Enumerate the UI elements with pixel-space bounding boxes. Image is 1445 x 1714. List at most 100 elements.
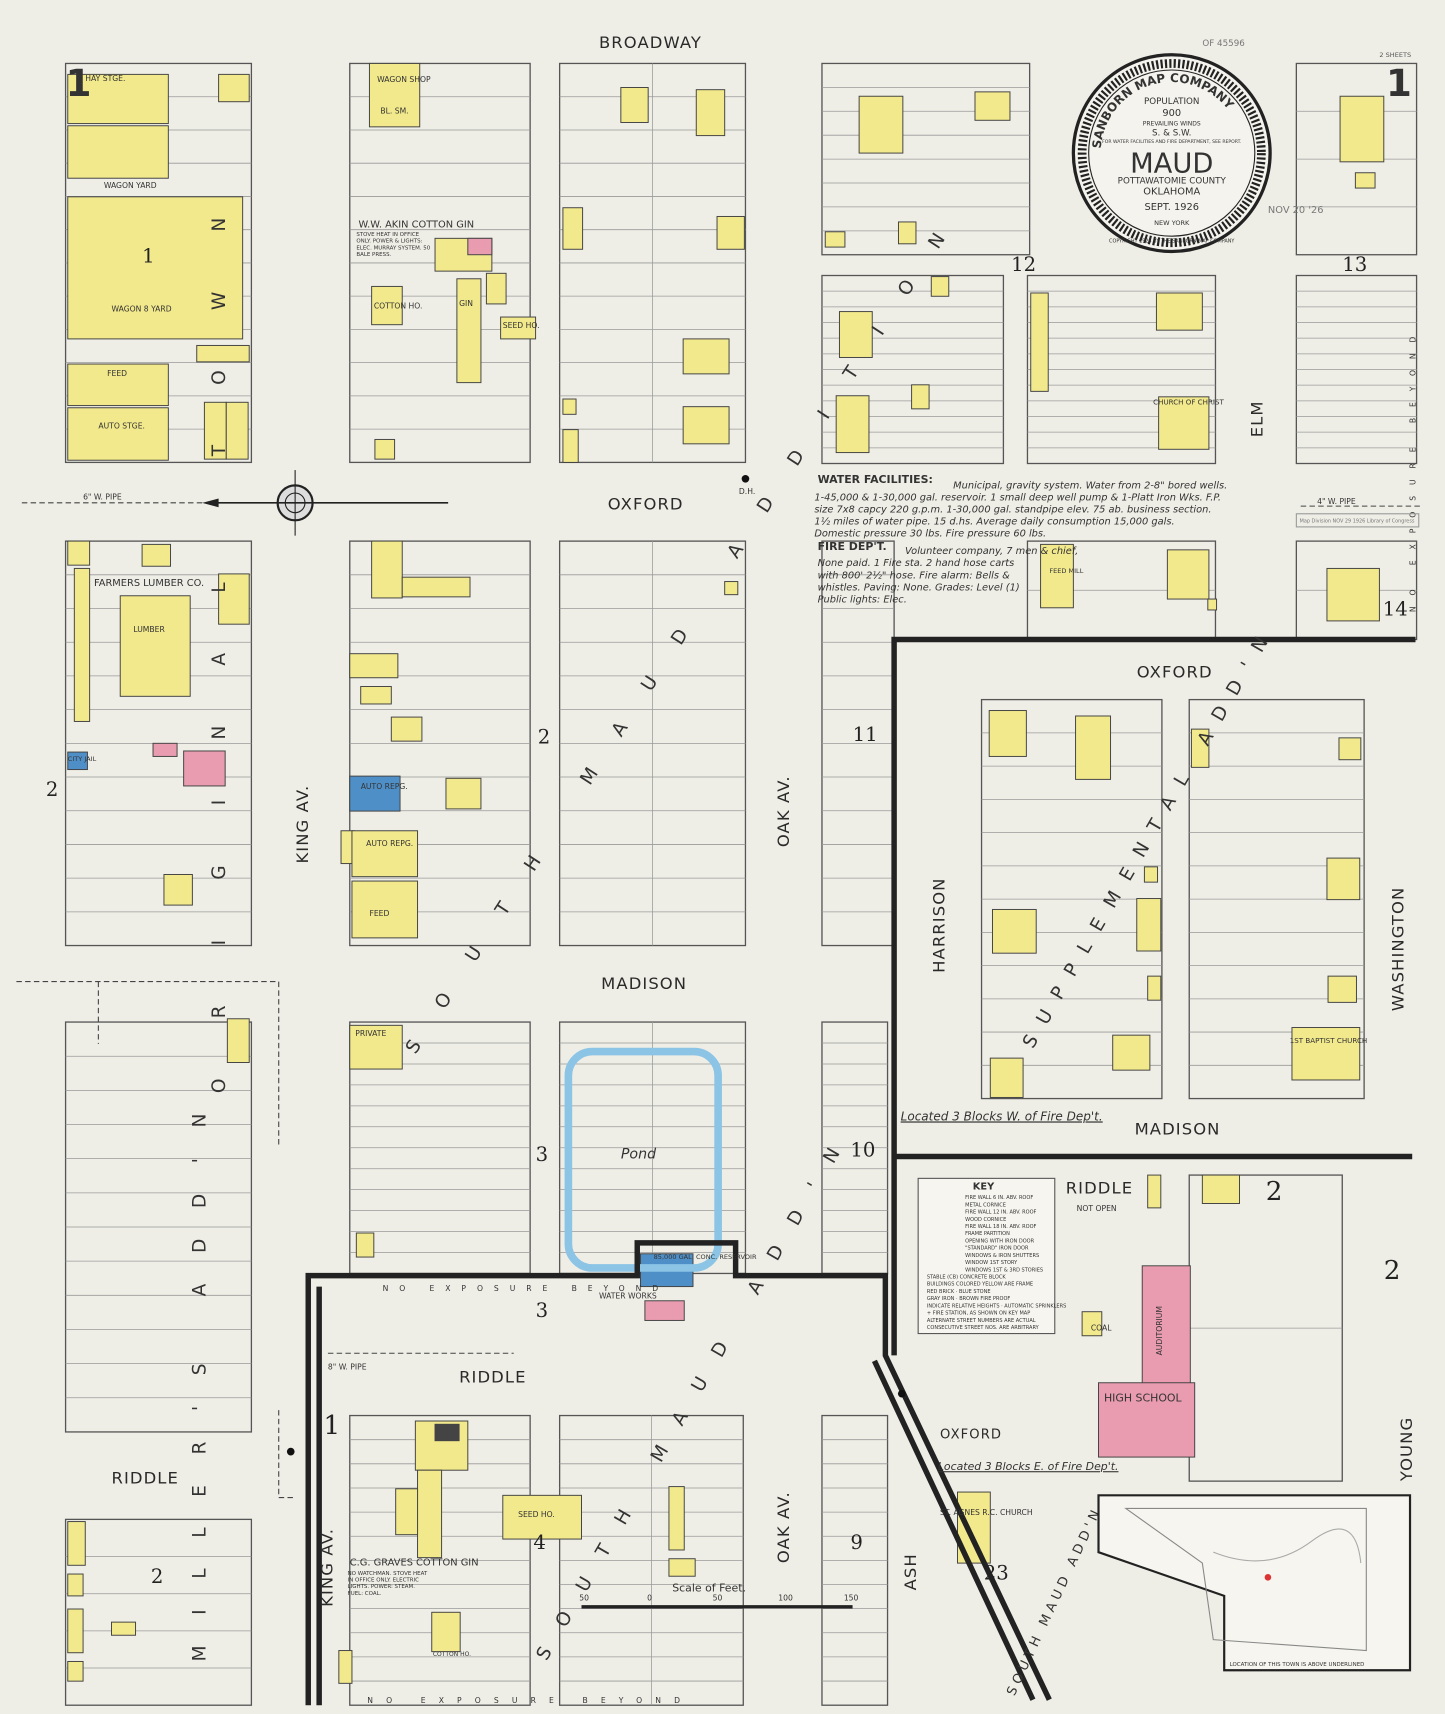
- building: [225, 401, 249, 460]
- key-title: KEY: [973, 1181, 995, 1192]
- report-line: whistles. Paving: None. Grades: Level (1…: [818, 582, 1020, 593]
- building: [1326, 857, 1361, 901]
- note-no-exposure: NO EXPOSURE BEYOND: [383, 1284, 670, 1293]
- block-number: 13: [1342, 253, 1367, 276]
- building: [930, 276, 950, 297]
- addition-millers: MILLER'S ADD'N: [189, 1083, 210, 1661]
- building: [67, 363, 169, 407]
- building: [1040, 543, 1074, 609]
- building: [67, 1660, 84, 1682]
- street-oak-av: OAK AV.: [774, 775, 793, 847]
- building: [349, 775, 401, 812]
- key-line: INDICATE RELATIVE HEIGHTS · AUTOMATIC SP…: [927, 1303, 1066, 1309]
- scale-tick: 0: [647, 1593, 652, 1602]
- building: [1147, 975, 1162, 1001]
- building: [1338, 737, 1362, 761]
- water-pipe-label: 6" W. PIPE: [83, 493, 122, 502]
- pond-label: Pond: [621, 1147, 657, 1163]
- building: [911, 384, 930, 410]
- copy-stamp: OF 45596: [1202, 39, 1244, 49]
- hydrant-marker: [897, 1389, 906, 1398]
- building: [502, 1494, 582, 1540]
- building: [417, 1469, 443, 1559]
- key-line: FRAME PARTITION: [965, 1231, 1010, 1237]
- label-baptist-church: 1ST BAPTIST CHURCH: [1290, 1036, 1367, 1045]
- key-line: WINDOWS 1ST & 3RD STORIES: [965, 1267, 1043, 1273]
- block-number: 10: [850, 1138, 875, 1161]
- building: [716, 215, 745, 250]
- building: [1147, 1174, 1162, 1209]
- sheet-number: 1: [1386, 62, 1412, 105]
- building: [1030, 292, 1049, 392]
- title-note: FOR WATER FACILITIES AND FIRE DEPARTMENT…: [1102, 139, 1241, 145]
- building: [163, 873, 193, 906]
- block-number: 3: [536, 1143, 549, 1166]
- building: [390, 716, 423, 742]
- title-population-label: POPULATION: [1144, 97, 1200, 107]
- report-line: Municipal, gravity system. Water from 2-…: [953, 481, 1227, 492]
- building: [368, 62, 421, 128]
- building: [67, 1608, 84, 1654]
- building: [1143, 866, 1159, 883]
- key-line: FIRE WALL 6 IN. ABV. ROOF: [965, 1195, 1033, 1201]
- street-oxford-south: OXFORD: [940, 1427, 1002, 1442]
- building: [838, 311, 873, 358]
- building: [1081, 1311, 1103, 1337]
- sheets-note: 2 SHEETS: [1379, 51, 1411, 59]
- label-cotton-house: COTTON HO.: [374, 301, 423, 310]
- street-harrison: HARRISON: [929, 877, 948, 972]
- building: [119, 595, 191, 697]
- building: [360, 685, 392, 705]
- title-copyright: COPYRIGHT 1926 BY THE SANBORN MAP COMPAN…: [1109, 239, 1234, 245]
- note-located-east: Located 3 Blocks E. of Fire Dep't.: [938, 1460, 1119, 1473]
- inset-caption: LOCATION OF THIS TOWN IS ABOVE UNDERLINE…: [1230, 1662, 1365, 1668]
- building: [226, 1018, 250, 1063]
- building: [620, 87, 649, 123]
- title-county: POTTAWATOMIE COUNTY: [1118, 177, 1227, 187]
- title-population: 900: [1162, 108, 1181, 119]
- building: [562, 429, 579, 463]
- key-line: FIRE WALL 18 IN. ABV. ROOF: [965, 1224, 1036, 1230]
- building: [668, 1558, 696, 1577]
- block-number: 1: [142, 244, 155, 267]
- street-oxford-east: OXFORD: [1137, 663, 1213, 682]
- block-number: 9: [850, 1531, 863, 1554]
- akin-gin-note: STOVE HEAT IN OFFICE ONLY. POWER & LIGHT…: [356, 231, 431, 259]
- block-number: 12: [1011, 253, 1036, 276]
- label-blacksmith: BL. SM.: [380, 107, 408, 116]
- key-line: FIRE WALL 12 IN. ABV. ROOF: [965, 1210, 1036, 1216]
- block-numbers: 1 2 12 13 14 11 2 3 3 10 9 4 1 2 23 2 2: [46, 244, 1408, 1587]
- building: [218, 73, 250, 103]
- building: [682, 406, 730, 445]
- title-cartouche: SANBORN MAP COMPANY POPULATION 900 PREVA…: [1071, 53, 1272, 254]
- building: [395, 1488, 419, 1536]
- title-town: MAUD: [1130, 149, 1213, 180]
- building: [1327, 975, 1357, 1003]
- note-located-west: Located 3 Blocks W. of Fire Dep't.: [901, 1109, 1103, 1123]
- label-high-school: HIGH SCHOOL: [1104, 1391, 1183, 1404]
- street-young: YOUNG: [1397, 1417, 1416, 1482]
- report-line: Volunteer company, 7 men & chief,: [905, 546, 1078, 557]
- received-stamp: NOV 20 '26: [1268, 205, 1324, 216]
- label-wagon-shop: WAGON SHOP: [377, 75, 431, 84]
- addition-original-town: ORIGINAL TOWN: [209, 158, 230, 1094]
- key-line: BUILDINGS COLORED YELLOW ARE FRAME: [927, 1282, 1033, 1288]
- title-date: SEPT. 1926: [1144, 202, 1198, 213]
- water-facilities-report: WATER FACILITIES: Municipal, gravity sys…: [814, 473, 1227, 605]
- label-st-agnes-church: ST. AGNES R.C. CHURCH: [940, 1508, 1033, 1517]
- building: [1075, 715, 1112, 780]
- report-line: size 7x8 capcy 220 g.p.m. 1-30,000 gal. …: [814, 505, 1211, 516]
- building: [1155, 292, 1203, 331]
- report-line: Public lights: Elec.: [818, 594, 907, 605]
- title-state: OKLAHOMA: [1143, 187, 1200, 198]
- building: [141, 543, 172, 567]
- label-coal: COAL: [1091, 1323, 1112, 1332]
- key-line: RED BRICK · BLUE STONE: [927, 1289, 991, 1295]
- buildings: [67, 62, 1385, 1684]
- building: [374, 438, 396, 460]
- water-pipe-label: 4" W. PIPE: [1317, 497, 1356, 506]
- building: [152, 742, 178, 757]
- block-number: 4: [533, 1531, 546, 1554]
- label-farmers-lumber: FARMERS LUMBER CO.: [94, 578, 204, 589]
- fire-dept-title: FIRE DEP'T.: [818, 540, 887, 553]
